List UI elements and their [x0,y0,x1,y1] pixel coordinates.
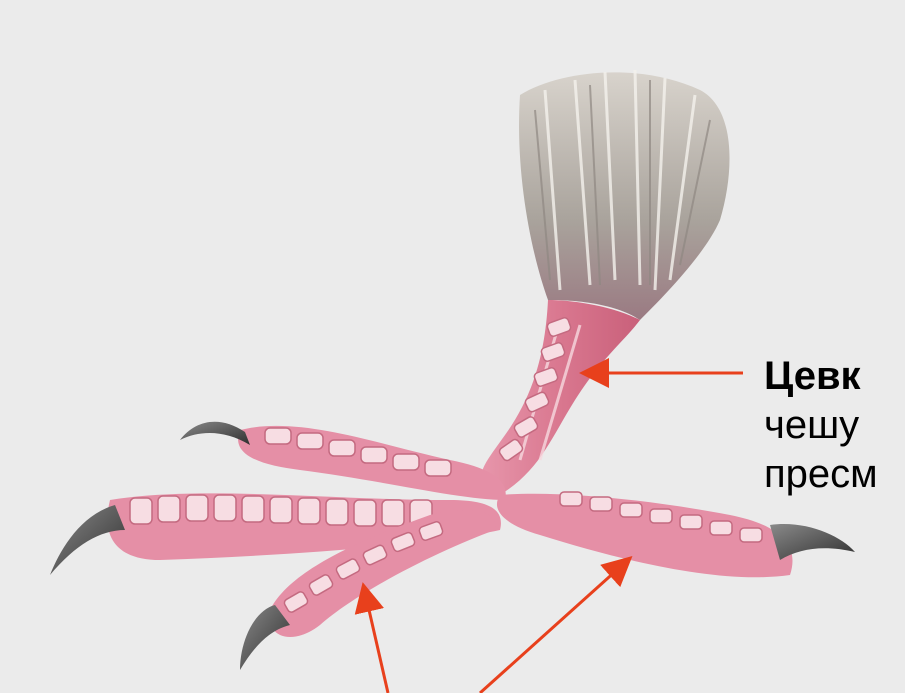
toe-right [497,492,855,577]
toe-arrow-right [480,560,628,693]
caption-term: Цевк [764,352,905,401]
toe-arrow-left [364,588,388,693]
tarsus [481,300,640,495]
feathers [519,70,729,320]
toe-upper-left [180,422,506,500]
tarsus-caption: Цевк чешу пресм [764,352,905,499]
caption-line-3: пресм [764,450,905,499]
caption-line-2: чешу [764,401,905,450]
